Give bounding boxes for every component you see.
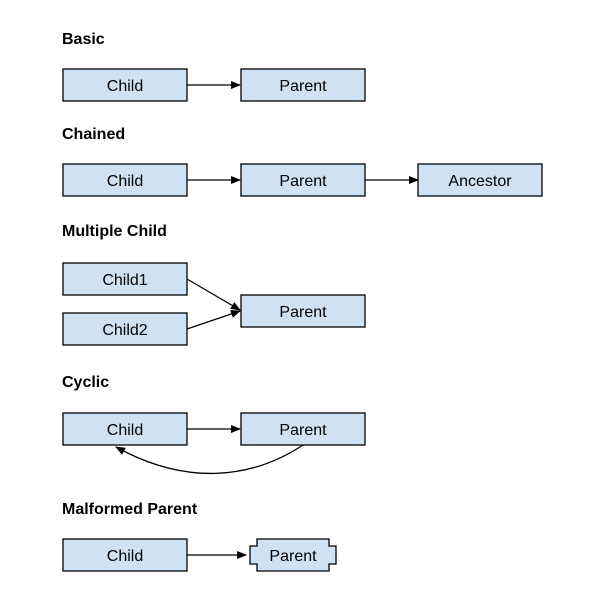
malformed-shape bbox=[249, 538, 337, 572]
node-cyclic-parent: Parent bbox=[240, 412, 366, 446]
node-malformed-child: Child bbox=[62, 538, 188, 572]
edge-multiple-child2-to-parent bbox=[186, 310, 241, 330]
node-label: Ancestor bbox=[448, 173, 512, 190]
node-chained-ancestor: Ancestor bbox=[417, 163, 543, 197]
node-label: Parent bbox=[279, 304, 327, 321]
section-title-basic: Basic bbox=[62, 31, 105, 48]
section-title-cyclic: Cyclic bbox=[62, 374, 109, 391]
node-label: Child bbox=[107, 422, 143, 439]
node-label: Child1 bbox=[102, 272, 147, 289]
section-chained: Chained Child Parent Ancestor bbox=[62, 126, 543, 197]
node-chained-child: Child bbox=[62, 163, 188, 197]
node-label: Child2 bbox=[102, 322, 147, 339]
edge-cyclic-parent-to-child bbox=[115, 444, 304, 475]
edge-multiple-child1-to-parent bbox=[186, 278, 241, 311]
node-multiple-parent: Parent bbox=[240, 294, 366, 328]
node-label: Child bbox=[107, 78, 143, 95]
node-label: Child bbox=[107, 548, 143, 565]
section-basic: Basic Child Parent bbox=[62, 31, 366, 102]
node-label: Child bbox=[107, 173, 143, 190]
section-multiple-child: Multiple Child Child1 Child2 Parent bbox=[62, 223, 366, 346]
node-label: Parent bbox=[279, 173, 327, 190]
node-chained-parent: Parent bbox=[240, 163, 366, 197]
node-label: Parent bbox=[279, 78, 327, 95]
node-label: Parent bbox=[279, 422, 327, 439]
node-basic-child: Child bbox=[62, 68, 188, 102]
node-label: Parent bbox=[269, 548, 317, 565]
section-title-malformed-parent: Malformed Parent bbox=[62, 501, 198, 518]
section-title-multiple-child: Multiple Child bbox=[62, 223, 167, 240]
node-multiple-child2: Child2 bbox=[62, 312, 188, 346]
node-basic-parent: Parent bbox=[240, 68, 366, 102]
node-multiple-child1: Child1 bbox=[62, 262, 188, 296]
node-malformed-parent: Parent bbox=[249, 538, 337, 572]
section-malformed-parent: Malformed Parent Child Parent bbox=[62, 501, 337, 572]
section-cyclic: Cyclic Child Parent bbox=[62, 374, 366, 475]
node-cyclic-child: Child bbox=[62, 412, 188, 446]
section-title-chained: Chained bbox=[62, 126, 125, 143]
